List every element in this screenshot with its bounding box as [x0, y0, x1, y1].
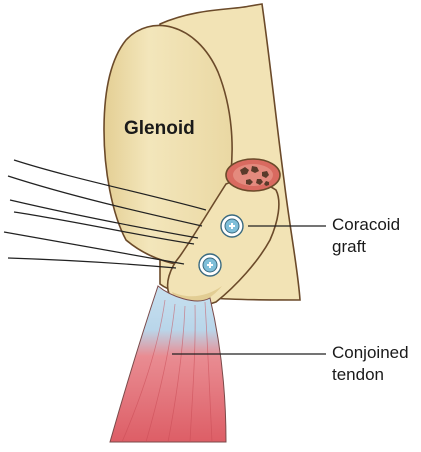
sutures	[3, 159, 207, 269]
tendon-fibers	[121, 299, 213, 443]
conjoined-tendon-label-line2: tendon	[332, 365, 384, 384]
coracoid-graft-label-line1: Coracoid	[332, 215, 401, 234]
coracoid-graft	[166, 179, 280, 307]
conjoined-tendon-label: Conjoined tendon	[332, 342, 409, 386]
conjoined-tendon	[109, 285, 227, 443]
coracoid-graft-label-line2: graft	[332, 237, 367, 256]
coracoid-graft-label: Coracoid graft	[332, 214, 400, 258]
cancellous-bone-icon	[225, 158, 281, 192]
glenoid-label: Glenoid	[124, 118, 195, 139]
screw-icon	[198, 253, 222, 277]
screw-icon	[220, 214, 244, 238]
conjoined-tendon-label-line1: Conjoined	[332, 343, 409, 362]
